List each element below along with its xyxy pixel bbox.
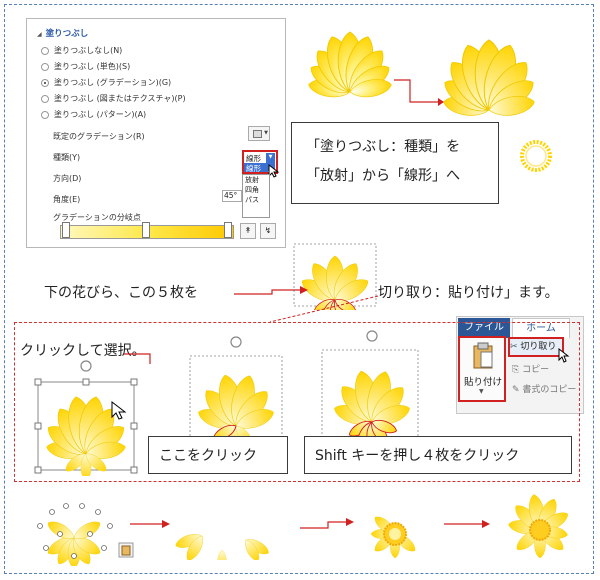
- petals-grouped-selected-image: [37, 503, 113, 566]
- callout-line: 「塗りつぶし：種類」を: [306, 139, 461, 155]
- click-select-text: クリックして選択。: [20, 343, 146, 359]
- flower-finished-image: [506, 492, 572, 559]
- gradient-stops-label: グラデーションの分岐点: [53, 213, 141, 222]
- red-arrow-connector: [234, 286, 308, 295]
- red-arrow-connector: [300, 518, 354, 529]
- cut-paste-instruction-text: 切り取り：貼り付け」ます。: [378, 285, 559, 301]
- selection-steps-frame: [14, 322, 580, 482]
- copy-label: コピー: [522, 365, 550, 375]
- radio-gradient-fill[interactable]: 塗りつぶし (グラデーション)(G): [41, 77, 171, 88]
- radio-circle-icon: [41, 46, 49, 55]
- click-here-callout: ここをクリック: [148, 436, 288, 474]
- direction-label: 方向(D): [53, 174, 82, 183]
- gradient-stop-handle[interactable]: [142, 222, 150, 238]
- flower-group-selected-image: [34, 360, 138, 476]
- radio-circle-icon: [41, 62, 49, 71]
- fill-section-title: 塗りつぶし: [45, 29, 89, 39]
- radio-selected-icon: [41, 78, 49, 87]
- radio-picture-fill[interactable]: 塗りつぶし (図またはテクスチャ)(P): [41, 93, 186, 104]
- outer-dashed-frame: [4, 4, 594, 574]
- radio-label: 塗りつぶし (図またはテクスチャ)(P): [54, 94, 186, 103]
- flower-selected-petals-image: [293, 243, 377, 310]
- radio-label: 塗りつぶし (グラデーション)(G): [54, 78, 172, 87]
- cut-label: 切り取り: [520, 342, 557, 352]
- paste-options-icon[interactable]: [118, 542, 134, 558]
- tab-file[interactable]: ファイル: [458, 318, 510, 338]
- type-option-highlighted[interactable]: 線形: [244, 163, 268, 173]
- flower-ring-image: [520, 140, 552, 172]
- red-arrow-connector: [124, 353, 151, 364]
- radio-no-fill[interactable]: 塗りつぶしなし(N): [41, 45, 122, 56]
- preset-gradient-dropdown[interactable]: ▼: [248, 126, 270, 141]
- clipboard-icon: [473, 342, 493, 369]
- tab-home[interactable]: ホーム: [512, 318, 570, 338]
- radio-label: 塗りつぶしなし(N): [54, 46, 123, 55]
- paste-label: 貼り付け: [464, 377, 503, 388]
- callout-line: 「放射」から「線形」へ: [306, 168, 460, 184]
- gradient-stop-handle[interactable]: [62, 222, 70, 238]
- chevron-down-icon: ▼: [479, 388, 484, 395]
- chevron-down-icon: ▼: [266, 153, 275, 171]
- preset-gradient-label: 既定のグラデーション(R): [53, 132, 145, 141]
- cut-button[interactable]: ✂ 切り取り: [508, 337, 564, 357]
- scissors-icon: ✂: [510, 342, 518, 352]
- radio-label: 塗りつぶし (単色)(S): [54, 62, 131, 71]
- radio-circle-icon: [41, 94, 49, 103]
- collapse-triangle-icon: ◢: [37, 31, 42, 38]
- chevron-down-icon: ▼: [264, 130, 268, 136]
- brush-icon: ✎: [512, 385, 520, 395]
- red-arrow-connector: [444, 520, 490, 528]
- type-option-rect[interactable]: 四角: [245, 186, 259, 194]
- add-stop-icon[interactable]: ↟: [240, 223, 256, 239]
- copy-icon: ⎘: [512, 365, 520, 375]
- gradient-swatch-icon: [253, 130, 262, 138]
- format-painter-button[interactable]: ✎ 書式のコピー: [512, 382, 576, 395]
- radio-solid-fill[interactable]: 塗りつぶし (単色)(S): [41, 61, 130, 72]
- mouse-cursor-icon: [268, 164, 280, 178]
- mouse-cursor-icon: [558, 348, 570, 363]
- paste-button[interactable]: 貼り付け ▼: [458, 336, 506, 402]
- gradient-type-callout: 「塗りつぶし：種類」を 「放射」から「線形」へ: [291, 122, 499, 204]
- mouse-cursor-icon: [111, 400, 127, 420]
- copy-button[interactable]: ⎘ コピー: [512, 362, 549, 375]
- angle-label: 角度(E): [53, 195, 81, 204]
- red-arrow-connector: [130, 520, 170, 528]
- type-option-path[interactable]: パス: [245, 196, 259, 204]
- radio-circle-icon: [41, 110, 49, 119]
- type-current-value: 線形: [246, 154, 261, 163]
- petals-instruction-text: 下の花びら、この５枚を: [44, 285, 198, 301]
- radio-label: 塗りつぶし (パターン)(A): [54, 110, 147, 119]
- red-arrow-connector: [394, 79, 444, 106]
- dashed-leader-line: [269, 295, 379, 323]
- petals-pasted-image: [173, 530, 272, 560]
- type-dropdown-list: 放射 四角 パス: [242, 174, 270, 218]
- radio-pattern-fill[interactable]: 塗りつぶし (パターン)(A): [41, 109, 146, 120]
- fill-section-header[interactable]: ◢塗りつぶし: [37, 27, 88, 39]
- remove-stop-icon[interactable]: ↯: [260, 223, 276, 239]
- type-label: 種類(Y): [53, 153, 81, 162]
- gradient-stop-handle[interactable]: [224, 222, 232, 238]
- angle-input[interactable]: 45°: [222, 190, 242, 202]
- format-painter-label: 書式のコピー: [522, 385, 577, 395]
- type-dropdown[interactable]: 線形 線形 ▼: [242, 150, 278, 174]
- shift-click-callout: Shift キーを押し４枚をクリック: [304, 436, 572, 474]
- flower-with-center-image: [370, 513, 419, 559]
- type-option-radial[interactable]: 放射: [245, 176, 259, 184]
